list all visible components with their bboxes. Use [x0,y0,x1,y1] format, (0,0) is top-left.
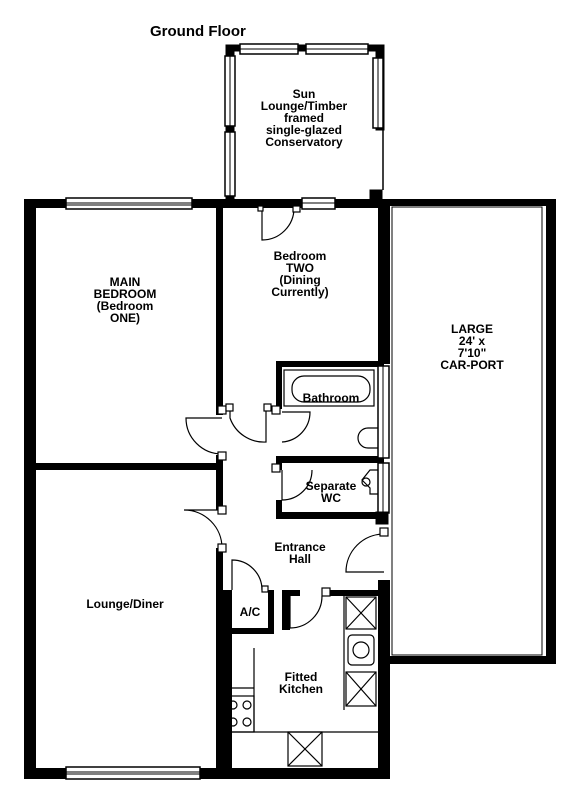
kitchen-left-wall [222,648,232,773]
label-line: Kitchen [278,682,323,696]
label-line: BEDROOM [93,287,157,301]
label-line: (Dining [279,273,321,287]
label-line: Hall [288,552,311,566]
separate-wc-label: Separate WC [296,480,366,504]
label-line: Separate [305,479,357,493]
label-line: Sun [292,87,316,101]
kitchen-label: Fitted Kitchen [264,671,338,695]
label-line: MAIN [109,275,141,289]
label-line: Bedroom [273,249,327,263]
label-line: ONE) [110,311,140,325]
main-bedroom-label: MAIN BEDROOM (Bedroom ONE) [75,276,175,324]
bathroom-label: Bathroom [296,392,366,404]
label-line: Currently) [271,285,329,299]
label-line: CAR-PORT [440,358,504,372]
windows [65,197,390,780]
label-line: Lounge/Timber [260,99,348,113]
carport-label: LARGE 24' x 7'10" CAR-PORT [422,323,522,371]
label-line: 24' x [458,334,486,348]
label-line: A/C [239,605,261,619]
label-line: Bathroom [302,391,360,405]
carport-outline [388,199,556,664]
label-line: Entrance [274,540,326,554]
label-line: framed [283,111,324,125]
label-line: Conservatory [265,135,343,149]
label-line: 7'10" [457,346,487,360]
label-line: WC [321,491,341,505]
label-line: single-glazed [265,123,342,137]
label-line: TWO [286,261,314,275]
label-line: LARGE [451,322,493,336]
carport-inner-line [391,206,543,656]
conservatory-frame [224,43,385,206]
bathroom-fixtures [283,369,378,495]
floor-title: Ground Floor [150,23,246,40]
sun-lounge-label: Sun Lounge/Timber framed single-glazed C… [244,88,364,148]
kitchen-fittings [225,596,380,767]
bedroom-two-label: Bedroom TWO (Dining Currently) [250,250,350,298]
entrance-hall-label: Entrance Hall [262,541,338,565]
ac-label: A/C [232,606,268,618]
label-line: (Bedroom [96,299,154,313]
lounge-diner-label: Lounge/Diner [70,598,180,610]
walls [24,199,390,779]
doors [183,205,389,629]
label-line: Lounge/Diner [86,597,164,611]
label-line: Fitted [284,670,318,684]
